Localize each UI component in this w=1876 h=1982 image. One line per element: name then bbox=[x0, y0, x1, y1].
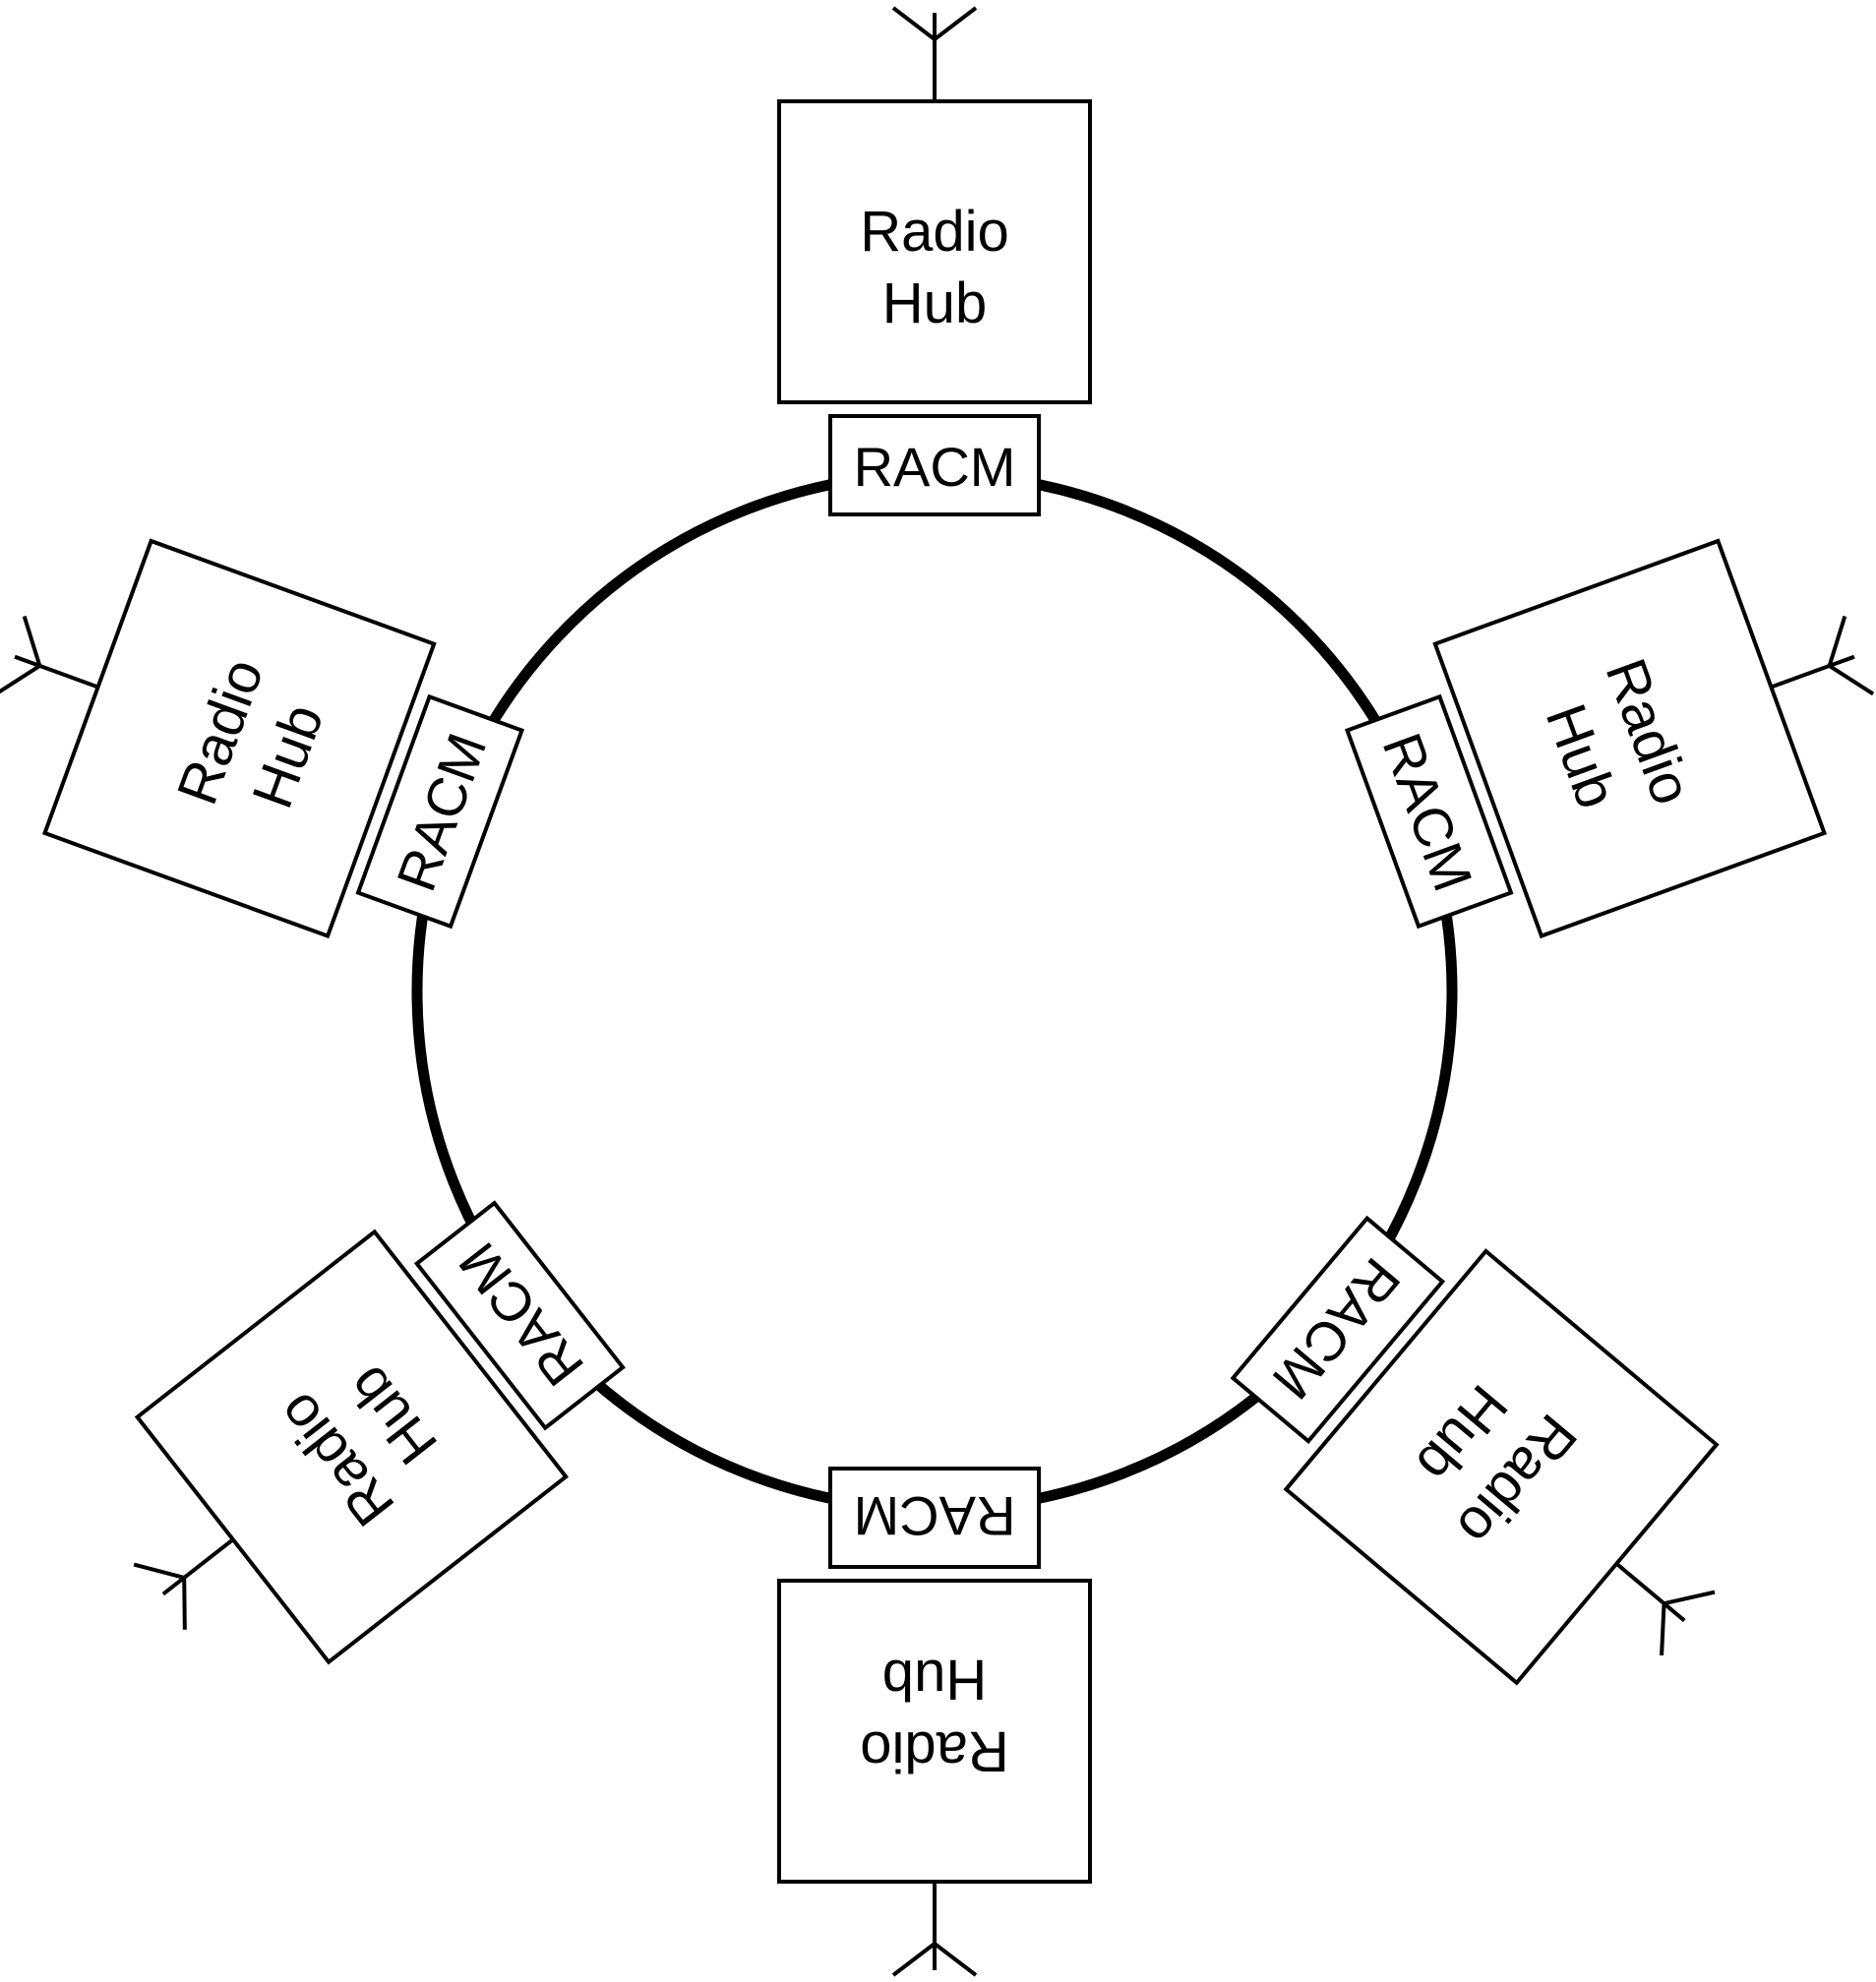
racm-module-box bbox=[828, 1467, 1041, 1569]
racm-module-label: RACM bbox=[854, 1485, 1016, 1547]
radio-hub-box bbox=[1432, 538, 1828, 939]
radio-hub-label-line1: Radio bbox=[860, 1719, 1009, 1783]
antenna-icon bbox=[0, 615, 99, 696]
radio-hub-box bbox=[134, 1229, 570, 1665]
radio-hub-label-line1: Radio bbox=[860, 200, 1009, 264]
radio-hub-label-line2: Hub bbox=[882, 271, 987, 335]
antenna-icon bbox=[133, 1537, 235, 1630]
radio-hub-box bbox=[1283, 1248, 1720, 1686]
racm-module-label: RACM bbox=[854, 436, 1016, 498]
racm-module-box bbox=[828, 414, 1041, 516]
racm-module-box bbox=[355, 693, 525, 930]
radio-hub-label-line2: Hub bbox=[882, 1648, 987, 1712]
racm-module-box bbox=[413, 1200, 626, 1431]
racm-module-box bbox=[1230, 1215, 1446, 1445]
nodes-layer: RadioHubRACMRadioHubRACMRadioHubRACMRadi… bbox=[0, 6, 1875, 1977]
antenna-icon bbox=[1614, 1562, 1716, 1656]
radio-hub-box bbox=[777, 1579, 1092, 1884]
racm-module-box bbox=[1344, 693, 1514, 930]
radio-hub-box bbox=[41, 538, 437, 939]
radio-hub-box bbox=[777, 99, 1092, 404]
antenna-icon bbox=[891, 6, 978, 101]
antenna-icon bbox=[1770, 615, 1875, 696]
antenna-icon bbox=[891, 1882, 978, 1977]
node-bottom: Radio Hub RACM bbox=[777, 1467, 1092, 1977]
